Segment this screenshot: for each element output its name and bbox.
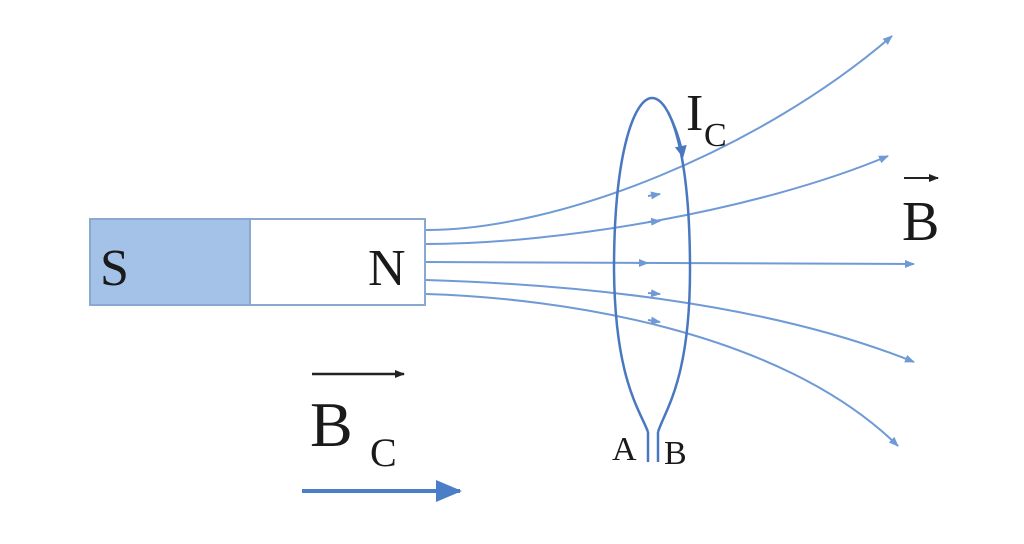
field-line xyxy=(425,293,899,447)
conducting-loop: A B xyxy=(612,96,692,472)
field-arrow-tick xyxy=(647,191,661,200)
induced-field-symbol: B xyxy=(310,389,353,460)
field-line xyxy=(425,35,893,231)
magnet-south-pole xyxy=(89,218,251,306)
current-label: I C xyxy=(686,85,727,154)
field-arrow-tick xyxy=(647,217,661,226)
south-pole-label: S xyxy=(100,240,129,297)
field-line xyxy=(425,279,915,363)
current-direction-arrow xyxy=(666,111,687,158)
magnet-north-pole xyxy=(249,218,426,306)
terminal-a-label: A xyxy=(612,431,637,468)
field-arrow-tick xyxy=(647,289,661,298)
field-line xyxy=(425,259,915,268)
terminal-b-label: B xyxy=(664,435,687,472)
field-arrow-tick xyxy=(647,316,661,325)
north-pole-label: N xyxy=(368,240,406,297)
loop-wire xyxy=(612,96,692,433)
induced-field-subscript: C xyxy=(370,430,397,475)
field-line xyxy=(425,155,889,245)
magnetic-field-lines xyxy=(425,35,915,447)
field-label: B xyxy=(902,174,939,253)
field-symbol: B xyxy=(902,191,939,253)
current-symbol: I xyxy=(686,85,703,142)
current-subscript: C xyxy=(704,117,727,154)
bar-magnet: S N xyxy=(89,218,426,306)
induced-field-label: B C xyxy=(302,370,462,502)
